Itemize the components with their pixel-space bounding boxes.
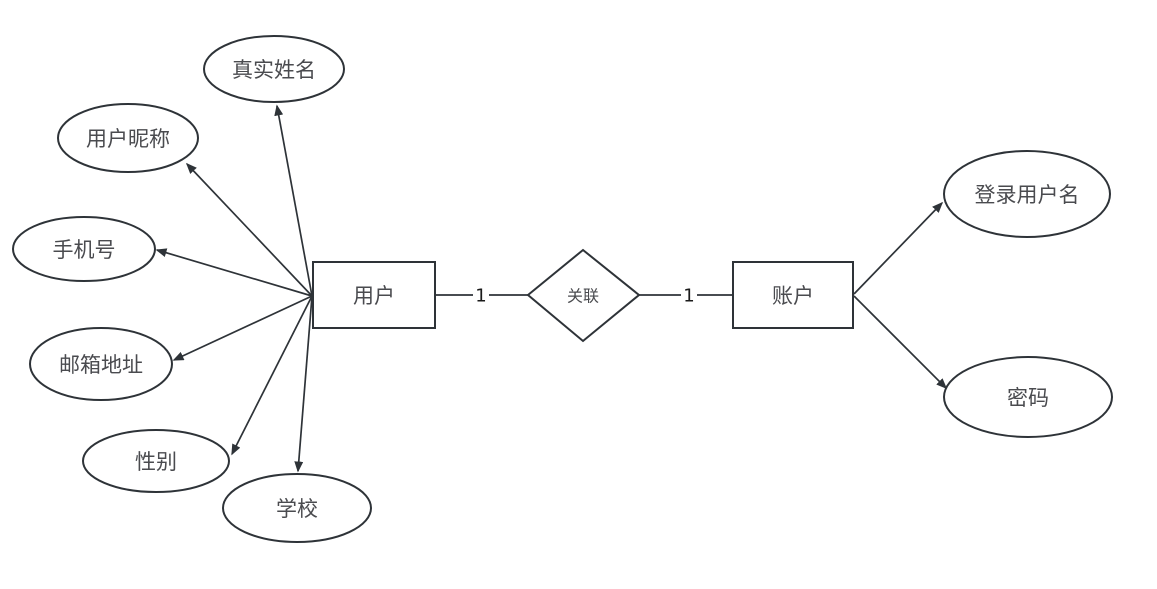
arrow-user-to-school	[294, 295, 313, 473]
attribute-nickname-label: 用户昵称	[86, 127, 170, 151]
attribute-gender-label: 性别	[135, 450, 177, 474]
relationship-relation: 关联	[526, 248, 641, 343]
cardinality-left: 1	[475, 286, 486, 307]
user-attribute-arrows	[155, 104, 313, 473]
arrow-user-to-phone	[155, 248, 313, 297]
attribute-school-shape	[222, 473, 372, 543]
attribute-password: 密码	[943, 356, 1113, 438]
attribute-gender: 性别	[82, 429, 230, 493]
cardinality-right-bg	[681, 283, 697, 307]
attribute-password-shape	[943, 356, 1113, 438]
attribute-real-name-label: 真实姓名	[232, 58, 316, 82]
attribute-real-name-shape	[203, 35, 345, 103]
attribute-nickname-shape	[57, 103, 199, 173]
arrow-user-to-nickname	[185, 162, 313, 297]
attribute-email-label: 邮箱地址	[59, 353, 143, 377]
attribute-phone-shape	[12, 216, 156, 282]
attribute-school: 学校	[222, 473, 372, 543]
attribute-phone-label: 手机号	[53, 238, 116, 262]
arrow-user-to-real-name	[274, 104, 313, 297]
attribute-nickname: 用户昵称	[57, 103, 199, 173]
entity-user-shape	[312, 261, 436, 329]
attribute-email-shape	[29, 327, 173, 401]
attribute-password-label: 密码	[1007, 386, 1049, 410]
relationship-diamond-shape	[526, 248, 641, 343]
attribute-login-username: 登录用户名	[943, 150, 1111, 238]
arrow-account-to-login-username	[853, 201, 944, 295]
cardinality-right: 1	[683, 286, 694, 307]
attribute-phone: 手机号	[12, 216, 156, 282]
attribute-login-username-shape	[943, 150, 1111, 238]
attribute-real-name: 真实姓名	[203, 35, 345, 103]
cardinality-left-bg	[473, 283, 489, 307]
entity-account-label: 账户	[772, 284, 814, 308]
arrow-account-to-password	[853, 295, 948, 390]
attribute-school-label: 学校	[276, 497, 318, 521]
relationship-connectors: 1 1	[436, 283, 732, 307]
entity-user: 用户	[312, 261, 436, 329]
attribute-gender-shape	[82, 429, 230, 493]
entity-account-shape	[732, 261, 854, 329]
account-attribute-arrows	[853, 201, 948, 390]
arrow-user-to-email	[172, 295, 313, 361]
attribute-login-username-label: 登录用户名	[975, 183, 1080, 207]
entity-account: 账户	[732, 261, 854, 329]
relationship-label: 关联	[567, 287, 599, 306]
entity-user-label: 用户	[353, 284, 395, 308]
arrow-user-to-gender	[231, 295, 313, 456]
attribute-email: 邮箱地址	[29, 327, 173, 401]
